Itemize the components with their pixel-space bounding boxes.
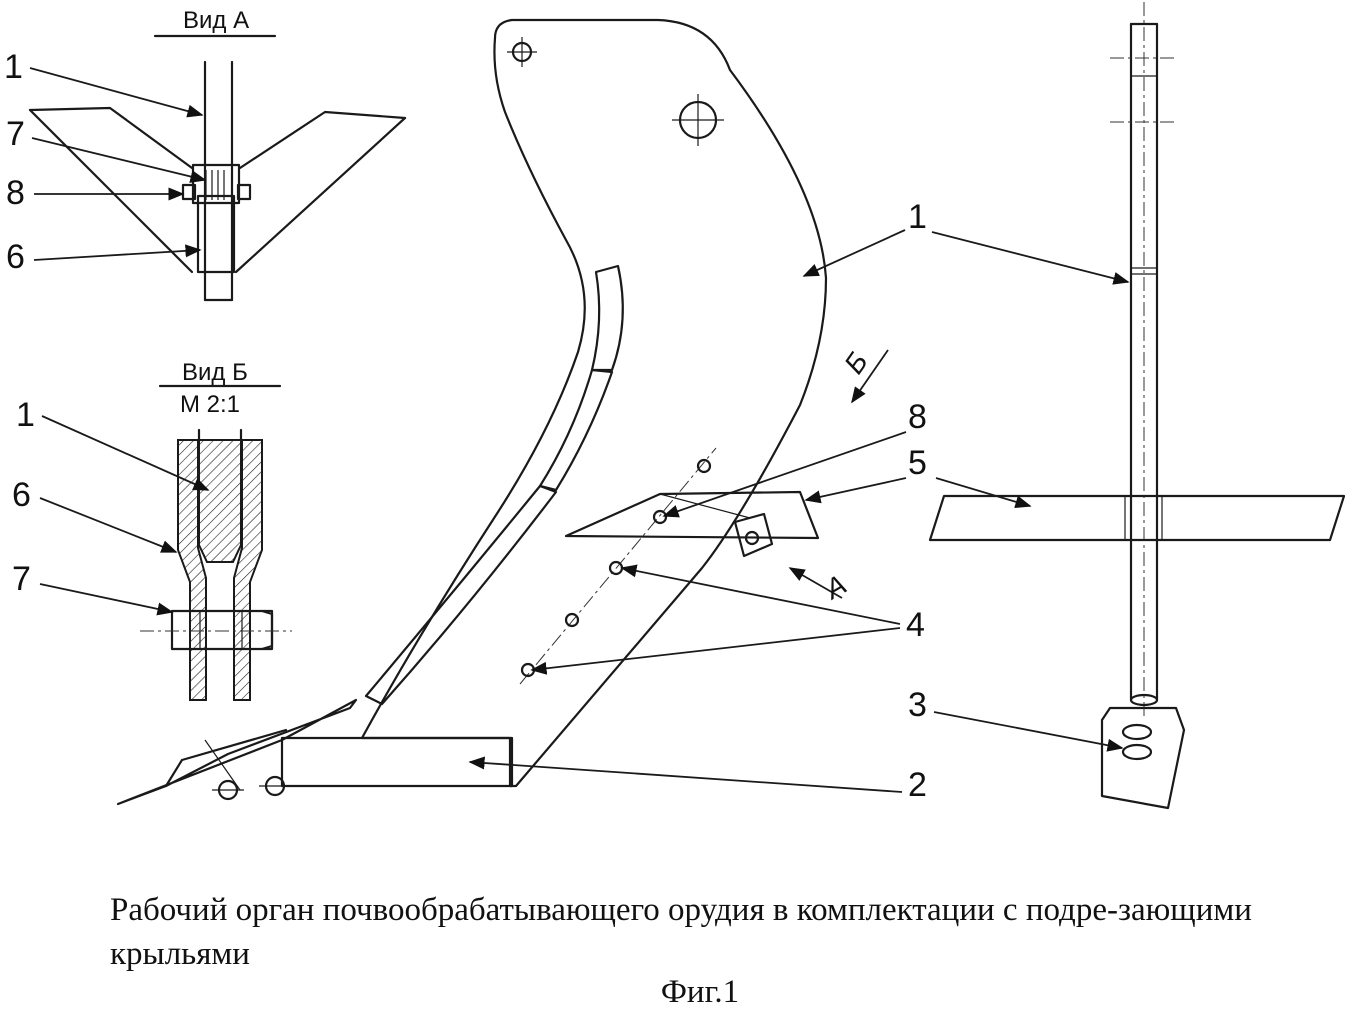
- figure-label: Фиг.1: [660, 974, 740, 1010]
- view-b-title: Вид Б: [182, 359, 248, 386]
- cutting-wing: [564, 490, 820, 540]
- label-8-bolt: 8: [908, 398, 927, 436]
- view-a-detail: Вид А 1 7 8 6: [4, 7, 407, 302]
- view-b-scale: М 2:1: [180, 391, 240, 418]
- view-a-right-wing-edge: [234, 116, 407, 274]
- view-a-direction-arrow: [788, 567, 843, 599]
- view-b-label-7: 7: [12, 560, 31, 598]
- label-5-wing: 5: [908, 444, 927, 482]
- front-chisel: [1100, 706, 1186, 810]
- view-a-left-wing-edge: [28, 108, 194, 274]
- adjustment-hole-axis: [519, 447, 717, 685]
- view-a-nut: [236, 183, 252, 201]
- view-b-bolt: [170, 609, 274, 651]
- view-b-label-1: 1: [16, 396, 35, 434]
- main-side-view: Б А 1 8 5 4 2: [116, 18, 927, 806]
- view-a-label-7: 7: [6, 115, 25, 153]
- view-a-right-wing-top: [238, 110, 407, 170]
- view-a-label-1: 1: [4, 48, 23, 86]
- shank-wear-strip-low: [364, 484, 558, 706]
- label-4-holes: 4: [906, 606, 925, 644]
- foot-bar: [280, 736, 514, 788]
- view-a-left-wing-top: [28, 106, 194, 170]
- wing-bracket-bolt: [744, 530, 760, 546]
- view-a-label-6: 6: [6, 238, 25, 276]
- view-a-title: Вид А: [183, 7, 249, 34]
- view-a-holder-plate: [196, 194, 236, 274]
- adjustment-hole-2: [652, 509, 668, 525]
- shank-wear-strip-mid: [538, 368, 614, 492]
- view-b-label-6: 6: [12, 476, 31, 514]
- view-b-detail: Вид Б М 2:1 1 6 7: [12, 359, 292, 701]
- front-chisel-hole-lower: [1121, 743, 1153, 761]
- view-a-label-8: 8: [6, 174, 25, 212]
- label-2-foot: 2: [908, 766, 927, 804]
- view-b-shank-section: [198, 439, 242, 563]
- view-b-direction-arrow: [851, 349, 889, 404]
- label-3-chisel: 3: [908, 686, 927, 724]
- shank-wear-strip-top: [590, 264, 624, 372]
- wing-bracket: [733, 512, 774, 558]
- label-1-shank: 1: [908, 198, 927, 236]
- shank-outline: [360, 18, 828, 788]
- front-wing: [928, 494, 1346, 542]
- adjustment-hole-4: [564, 612, 580, 628]
- view-b-arrow-label: Б: [838, 347, 874, 380]
- front-chisel-hole-upper: [1121, 723, 1153, 741]
- front-view: 3: [908, 2, 1346, 810]
- figure-caption: Рабочий орган почвообрабатывающего оруди…: [110, 892, 1252, 972]
- adjustment-hole-1: [696, 458, 712, 474]
